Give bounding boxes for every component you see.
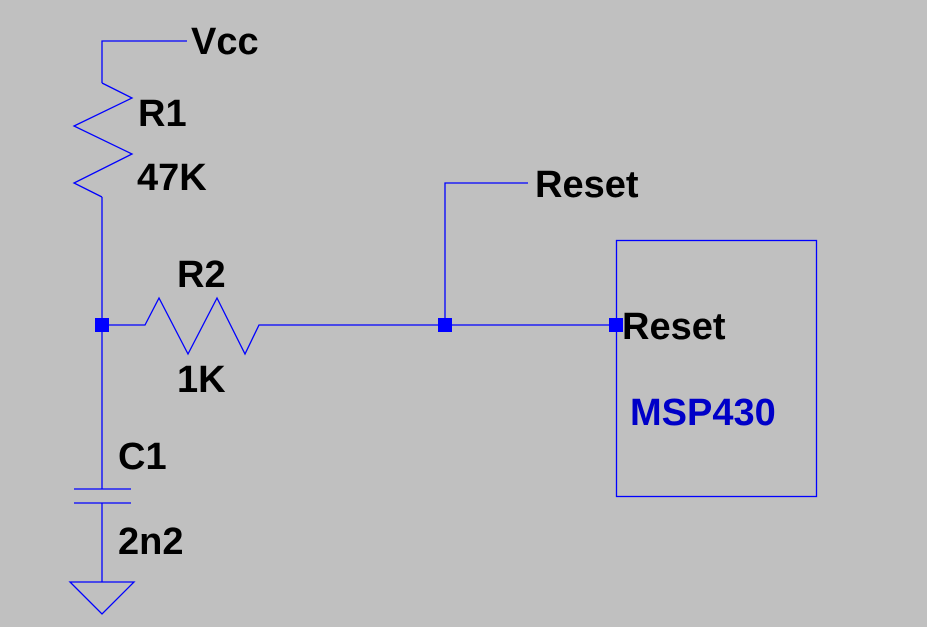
r2-value-label: 1K (177, 359, 226, 401)
msp430-reset-pin-label: Reset (622, 306, 726, 348)
reset-net-wire[interactable] (444, 182, 528, 325)
r1-ref-label: R1 (138, 93, 187, 135)
junction-node-reset[interactable] (438, 318, 452, 332)
msp430-reset-pin[interactable] (609, 318, 623, 332)
c1-ref-label: C1 (118, 436, 167, 478)
ground-icon[interactable] (68, 581, 136, 615)
c1-value-label: 2n2 (118, 521, 183, 563)
r1-value-label: 47K (137, 157, 207, 199)
r2-ref-label: R2 (177, 254, 226, 296)
msp430-block[interactable] (615, 239, 818, 498)
reset-net-label: Reset (535, 164, 639, 206)
msp430-part-name: MSP430 (630, 392, 776, 434)
r2-resistor-symbol[interactable] (102, 296, 445, 356)
vcc-wire[interactable] (101, 40, 187, 83)
vcc-net-label: Vcc (191, 21, 259, 63)
r1-resistor-symbol[interactable] (72, 82, 134, 198)
junction-node-left[interactable] (95, 318, 109, 332)
